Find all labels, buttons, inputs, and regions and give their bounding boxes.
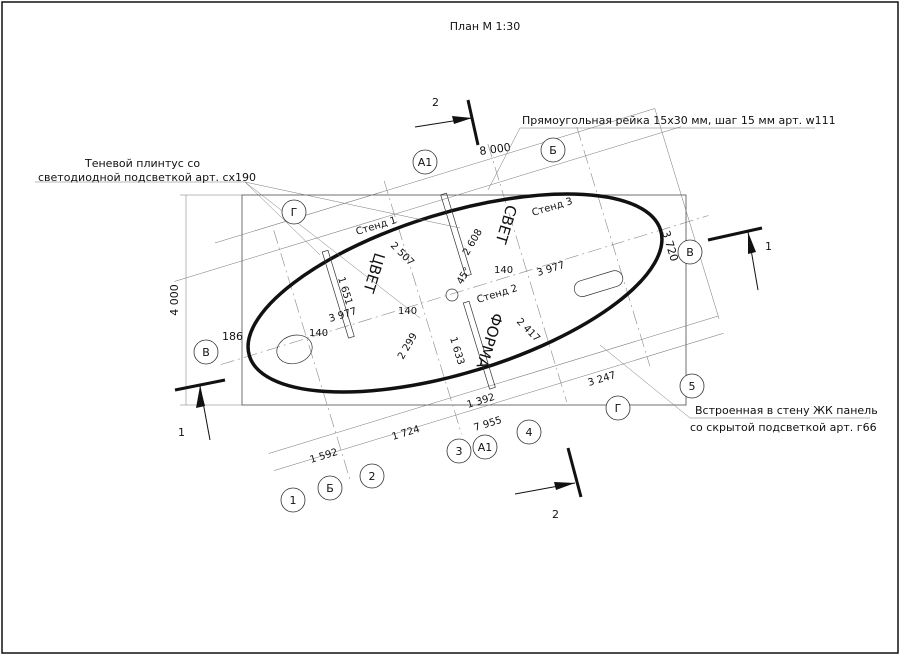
grid-marker-5: 5: [689, 380, 696, 393]
word-light: СВЕТ: [491, 203, 520, 247]
stand-2-label: Стенд 2: [476, 283, 519, 306]
oval-ceiling-contour: [246, 192, 664, 394]
section-label-top: 2: [432, 96, 439, 109]
grid-marker-b-bottom: Б: [326, 482, 334, 495]
stand-1-label: Стенд 1: [355, 215, 398, 238]
grid-marker-a1-top: А1: [418, 156, 433, 169]
note-rail: Прямоугольная рейка 15х30 мм, шаг 15 мм …: [522, 114, 836, 127]
plan-title: План М 1:30: [450, 20, 520, 33]
grid-marker-2: 2: [369, 470, 376, 483]
room-outline: [241, 194, 687, 406]
oval-opening: [276, 334, 313, 365]
stand-2-rail: [462, 300, 496, 390]
grid-marker-g-left: Г: [291, 206, 298, 219]
section-mark-left: 1: [174, 378, 226, 441]
stand-3-label: Стенд 3: [531, 196, 574, 219]
stand-1-rail: [321, 249, 355, 339]
word-color: ЦВЕТ: [359, 251, 388, 296]
note-panel-1: Встроенная в стену ЖК панель: [695, 404, 878, 417]
dim-1592: 1 592: [309, 447, 340, 466]
grid-marker-v-left: В: [202, 346, 210, 359]
stand-3-rail: [440, 192, 472, 277]
dim-3247: 3 247: [587, 370, 618, 389]
grid-marker-4: 4: [526, 426, 533, 439]
grid-markers: А1 Б Г В В Г 5 4 3 А1 2 Б 1: [193, 137, 705, 513]
dim-room-height: 4 000: [168, 284, 181, 316]
section-mark-top: 2: [414, 96, 480, 146]
dim-7955: 7 955: [473, 415, 504, 434]
dim-axis-left: 3 977: [328, 306, 359, 325]
section-mark-right: 1: [707, 226, 772, 291]
dim-axis-right: 3 977: [536, 260, 567, 279]
grid-marker-a1-bottom: А1: [478, 441, 493, 454]
section-label-left: 1: [178, 426, 185, 439]
dim-2417: 2 417: [514, 316, 542, 344]
grid-marker-v-right: В: [686, 246, 694, 259]
dim-140-c: 140: [398, 306, 417, 317]
dim-2507: 2 507: [388, 240, 416, 268]
dim-140-a: 140: [309, 328, 328, 339]
grid-marker-1: 1: [290, 494, 297, 507]
center-point: [445, 288, 459, 302]
note-plinth-1: Теневой плинтус со: [84, 157, 200, 170]
grid-marker-b-top: Б: [549, 144, 557, 157]
dim-140-b: 140: [494, 265, 513, 276]
dim-1392: 1 392: [466, 392, 497, 411]
grid-marker-3: 3: [456, 445, 463, 458]
dim-1651: 1 651: [335, 276, 354, 307]
axis-long: [220, 215, 709, 365]
dim-overall-length: 8 000: [479, 141, 512, 158]
section-mark-bottom: 2: [514, 447, 583, 521]
rounded-opening: [573, 270, 624, 297]
dim-2608: 2 608: [461, 227, 485, 257]
dim-2299: 2 299: [396, 331, 420, 361]
angle-45: 45°: [455, 266, 473, 287]
leader-lines: [35, 127, 870, 419]
grid-marker-g-bottom: Г: [615, 402, 622, 415]
dim-1724: 1 724: [391, 424, 422, 443]
note-plinth-2: светодиодной подсветкой арт. сх190: [38, 171, 256, 184]
dim-offset: 186: [222, 330, 243, 343]
dim-1633: 1 633: [447, 336, 466, 367]
section-label-bottom: 2: [552, 508, 559, 521]
note-panel-2: со скрытой подсветкой арт. г66: [690, 421, 877, 434]
section-label-right: 1: [765, 240, 772, 253]
